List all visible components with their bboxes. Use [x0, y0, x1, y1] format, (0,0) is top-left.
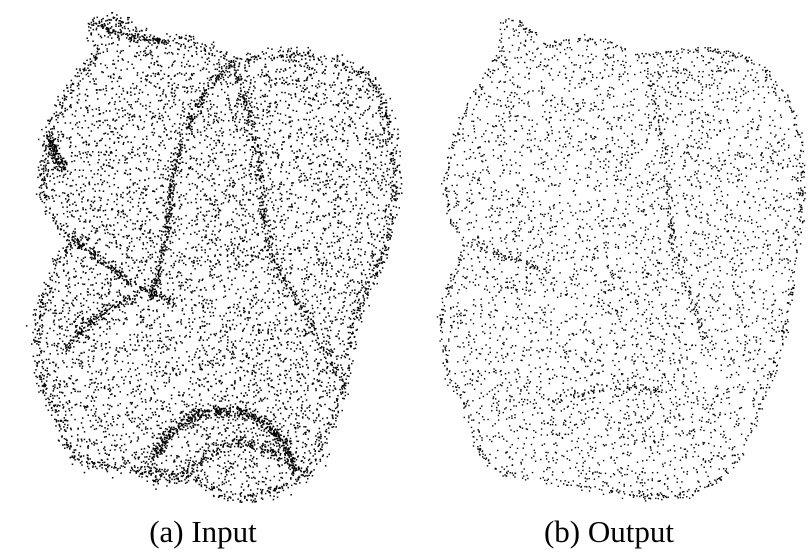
output-point-cloud — [436, 18, 806, 502]
point-set — [25, 11, 403, 503]
input-point-cloud — [25, 11, 403, 503]
input-caption: (a) Input — [149, 514, 257, 549]
point-set — [436, 18, 806, 502]
output-caption: (b) Output — [543, 514, 674, 549]
panel-output: (b) Output — [406, 0, 812, 555]
panel-input: (a) Input — [25, 11, 403, 549]
